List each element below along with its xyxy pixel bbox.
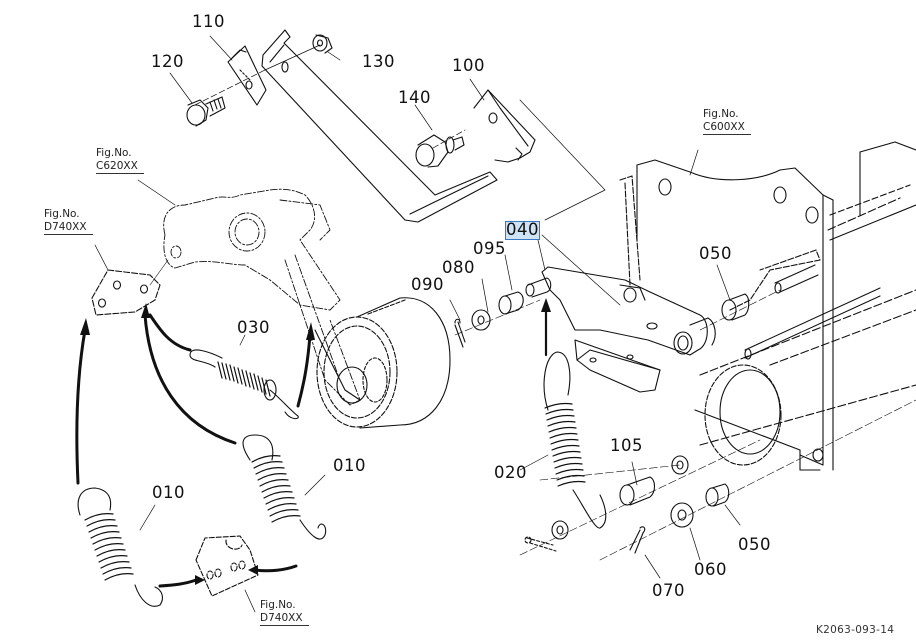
arrow-heads <box>80 298 551 585</box>
part-label-050-upper[interactable]: 050 <box>699 244 732 263</box>
part-label-050-lower[interactable]: 050 <box>738 535 771 554</box>
figure-ref-code: C620XX <box>96 160 144 174</box>
spring-010-right-drawing <box>242 434 327 540</box>
part-label-100[interactable]: 100 <box>452 56 485 75</box>
spring-010-left-drawing <box>77 487 164 607</box>
part-label-095[interactable]: 095 <box>473 239 506 258</box>
axis-line-1 <box>454 299 541 336</box>
part-label-010-right[interactable]: 010 <box>333 456 366 475</box>
cotter-pin-070-drawing <box>629 526 646 554</box>
assembly-arrows <box>75 308 548 588</box>
frame-c600-drawing <box>619 141 916 471</box>
nut-130-drawing <box>312 34 333 54</box>
bushing-095-drawing <box>498 291 524 315</box>
part-label-105[interactable]: 105 <box>610 436 643 455</box>
figure-ref-c620[interactable]: Fig.No. C620XX <box>96 147 144 174</box>
part-label-070[interactable]: 070 <box>652 581 685 600</box>
bolt-120-drawing <box>186 96 226 127</box>
bushing-050-lower-drawing <box>705 483 730 507</box>
part-label-140[interactable]: 140 <box>398 88 431 107</box>
part-label-120[interactable]: 120 <box>151 52 184 71</box>
part-label-130[interactable]: 130 <box>362 52 395 71</box>
figure-ref-d740-top[interactable]: Fig.No. D740XX <box>44 208 93 235</box>
figure-ref-code: D740XX <box>260 612 309 626</box>
axis-line-2 <box>699 289 781 331</box>
part-label-030[interactable]: 030 <box>237 318 270 337</box>
plate-d740-bottom-drawing <box>195 535 259 597</box>
part-label-060[interactable]: 060 <box>694 560 727 579</box>
washer-lower-drawing <box>671 455 689 475</box>
figure-ref-prefix: Fig.No. <box>44 208 80 220</box>
arm-c620-phantom-drawing <box>163 188 361 406</box>
axis-line-5 <box>539 464 681 481</box>
figure-ref-prefix: Fig.No. <box>260 599 296 611</box>
bushing-050-upper-drawing <box>721 293 750 321</box>
figure-ref-c600[interactable]: Fig.No. C600XX <box>703 108 751 135</box>
leader-lines-bottom <box>139 334 741 613</box>
washer-060-drawing <box>670 502 694 528</box>
axis-line-3 <box>519 439 761 556</box>
figure-ref-code: C600XX <box>703 121 751 135</box>
axis-line-4 <box>599 399 916 561</box>
bracket-100-drawing <box>261 29 536 223</box>
leader-lines-top <box>94 35 731 321</box>
pulley-drawing <box>314 297 451 429</box>
part-label-040-highlighted[interactable]: 040 <box>505 220 540 240</box>
figure-ref-prefix: Fig.No. <box>96 147 132 159</box>
part-label-020[interactable]: 020 <box>494 463 527 482</box>
bolt-140-drawing <box>415 134 465 168</box>
part-label-010-left[interactable]: 010 <box>152 483 185 502</box>
spring-020-drawing <box>543 351 607 529</box>
part-label-080[interactable]: 080 <box>442 258 475 277</box>
tension-arm-040-drawing <box>525 266 716 393</box>
washer-080-drawing <box>471 309 491 331</box>
part-label-090[interactable]: 090 <box>411 275 444 294</box>
figure-ref-code: D740XX <box>44 221 93 235</box>
figure-ref-prefix: Fig.No. <box>703 108 739 120</box>
washer-left-drawing <box>551 520 569 540</box>
figure-ref-d740-bottom[interactable]: Fig.No. D740XX <box>260 599 309 626</box>
spring-030-drawing <box>189 349 299 420</box>
cotter-pin-left-drawing <box>524 536 557 552</box>
part-label-110[interactable]: 110 <box>192 12 225 31</box>
plate-d740-top-drawing <box>91 259 169 316</box>
drawing-reference-code: K2063-093-14 <box>816 624 895 636</box>
clip-nut-110-drawing <box>227 45 267 106</box>
bushing-105-drawing <box>619 476 656 506</box>
